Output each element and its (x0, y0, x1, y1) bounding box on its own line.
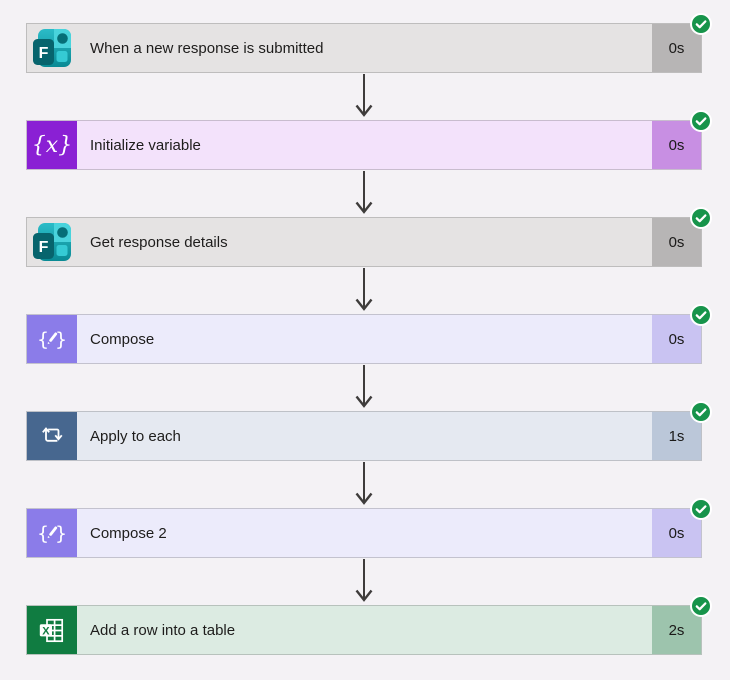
down-arrow-icon (355, 559, 373, 602)
step-duration-badge: 2s (652, 606, 701, 654)
variable-icon: {x} (32, 125, 72, 165)
step-duration-badge: 0s (652, 315, 701, 363)
step-icon-box: F (27, 24, 77, 72)
step-connector (26, 73, 702, 120)
step-connector (26, 461, 702, 508)
step-icon-box: { } (27, 509, 77, 557)
flow-steps-list: F When a new response is submitted 0s {x… (26, 13, 712, 655)
svg-text:X: X (42, 625, 50, 637)
step-connector (26, 267, 702, 314)
step-title: Apply to each (90, 427, 181, 445)
flow-step-5[interactable]: Apply to each 1s (26, 401, 712, 461)
step-icon-box: {x} (27, 121, 77, 169)
step-title: Get response details (90, 233, 228, 251)
down-arrow-icon (355, 171, 373, 214)
step-duration-badge: 0s (652, 121, 701, 169)
step-duration-badge: 0s (652, 218, 701, 266)
step-icon-box: { } (27, 315, 77, 363)
step-connector (26, 558, 702, 605)
flow-step-3[interactable]: F Get response details 0s (26, 207, 712, 267)
excel-icon: X (39, 617, 66, 644)
svg-text:F: F (39, 239, 49, 256)
apply-to-each-icon (39, 423, 65, 449)
step-title: Compose 2 (90, 524, 167, 542)
svg-text:{x}: {x} (32, 133, 72, 158)
flow-step-7[interactable]: X Add a row into a table 2s (26, 595, 712, 655)
step-connector (26, 170, 702, 217)
down-arrow-icon (355, 74, 373, 117)
step-duration-badge: 1s (652, 412, 701, 460)
step-connector (26, 364, 702, 411)
step-icon-box: F (27, 218, 77, 266)
step-icon-box: X (27, 606, 77, 654)
svg-text:F: F (39, 45, 49, 62)
flow-step-2[interactable]: {x} Initialize variable 0s (26, 110, 712, 170)
svg-text:{: { (38, 523, 49, 545)
step-icon-box (27, 412, 77, 460)
step-duration-badge: 0s (652, 24, 701, 72)
compose-icon: { } (38, 325, 66, 353)
down-arrow-icon (355, 365, 373, 408)
svg-text:}: } (55, 523, 66, 545)
flow-step-4[interactable]: { } Compose 0s (26, 304, 712, 364)
step-title: Compose (90, 330, 155, 348)
down-arrow-icon (355, 268, 373, 311)
flow-step-1[interactable]: F When a new response is submitted 0s (26, 13, 712, 73)
step-title: When a new response is submitted (90, 39, 324, 57)
flow-step-6[interactable]: { } Compose 2 0s (26, 498, 712, 558)
microsoft-forms-icon: F (32, 28, 72, 68)
svg-text:}: } (55, 329, 66, 351)
step-title: Add a row into a table (90, 621, 236, 639)
svg-text:{: { (38, 329, 49, 351)
down-arrow-icon (355, 462, 373, 505)
microsoft-forms-icon: F (32, 222, 72, 262)
compose-icon: { } (38, 519, 66, 547)
step-duration-badge: 0s (652, 509, 701, 557)
step-title: Initialize variable (90, 136, 201, 154)
